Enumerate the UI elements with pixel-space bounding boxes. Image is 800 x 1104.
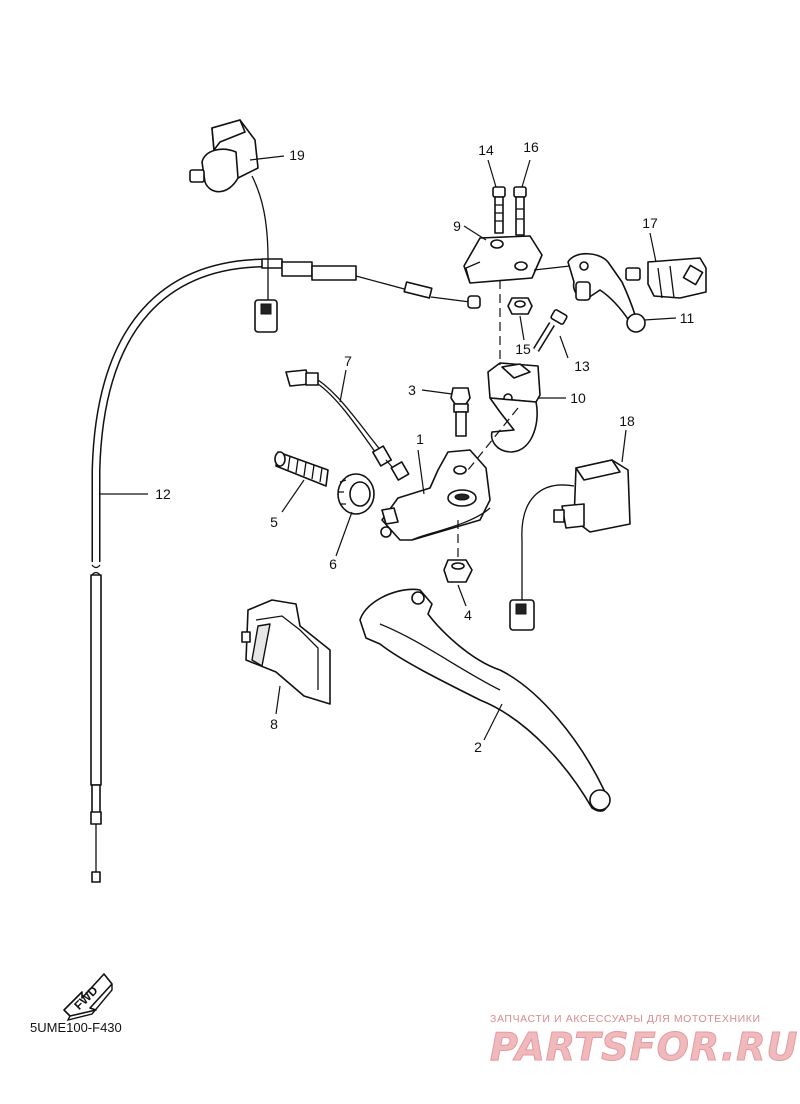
label-2: 2: [474, 739, 482, 755]
label-7: 7: [344, 353, 352, 369]
label-10: 10: [570, 390, 586, 406]
label-1: 1: [416, 431, 424, 447]
holder-17: [625, 257, 707, 299]
label-9: 9: [453, 218, 461, 234]
nut-15: [507, 297, 533, 315]
watermark-brand: PARTSFOR.RU: [490, 1025, 798, 1069]
label-16: 16: [523, 139, 539, 155]
bracket-9: [463, 235, 543, 284]
watermark: ЗАПЧАСТИ И АКСЕССУАРЫ ДЛЯ МОТОТЕХНИКИ PA…: [490, 1013, 798, 1070]
label-8: 8: [270, 716, 278, 732]
label-13: 13: [574, 358, 590, 374]
clutch-lever-2: [359, 588, 611, 812]
wire-7: [285, 369, 410, 481]
nut-4: [443, 559, 473, 583]
lever-11: [567, 252, 646, 333]
diagram-code: 5UME100-F430: [30, 1020, 122, 1035]
label-5: 5: [270, 514, 278, 530]
holder-1: [380, 449, 491, 541]
watermark-tagline: ЗАПЧАСТИ И АКСЕССУАРЫ ДЛЯ МОТОТЕХНИКИ: [490, 1013, 761, 1025]
bolt-13: [533, 309, 568, 352]
label-18: 18: [619, 413, 635, 429]
label-14: 14: [478, 142, 494, 158]
label-17: 17: [642, 215, 658, 231]
locknut-6: [337, 473, 375, 515]
clutch-cable: [90, 258, 481, 883]
cover-8: [241, 599, 331, 705]
adjuster-5: [274, 451, 329, 487]
bolts-14-16: [492, 186, 527, 236]
bolt-3: [450, 387, 471, 437]
label-11: 11: [680, 310, 695, 326]
part-number-labels: 1 2 3 4 5 6 7 8 9 10 11 12 13 14 15 16 1…: [155, 139, 694, 755]
label-6: 6: [329, 556, 337, 572]
switch-18: [509, 459, 631, 631]
label-19: 19: [289, 147, 305, 163]
leader-lines: [100, 155, 677, 741]
label-12: 12: [155, 486, 171, 502]
label-4: 4: [464, 607, 472, 623]
label-3: 3: [408, 382, 416, 398]
switch-19: [189, 119, 278, 333]
fwd-arrow-icon: FWD: [63, 973, 113, 1022]
clamp-10: [487, 362, 541, 453]
label-15: 15: [515, 341, 531, 357]
